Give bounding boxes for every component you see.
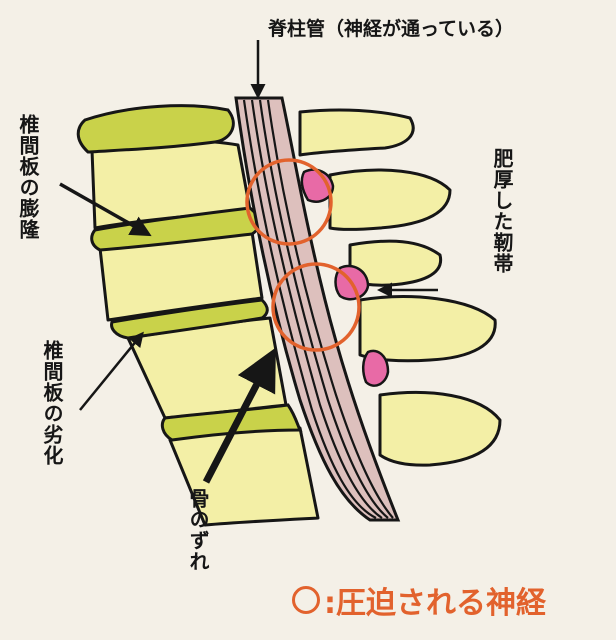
disc-bulging <box>90 206 261 252</box>
canal-fill <box>234 96 401 522</box>
arrow-bulge <box>59 182 152 237</box>
ligament-3 <box>362 349 390 387</box>
legend: :圧迫される神経 <box>292 578 546 622</box>
legend-text: :圧迫される神経 <box>324 586 546 621</box>
disc-degeneration-label: 椎間板の劣化 <box>40 340 64 466</box>
legend-circle-icon <box>292 586 320 614</box>
compression-circle-1 <box>245 158 333 246</box>
disc-top <box>76 104 235 154</box>
bone-slip-label: 骨のずれ <box>186 488 210 572</box>
arrow-degeneration <box>79 331 144 411</box>
disc-lower <box>160 403 303 442</box>
posterior-elements <box>298 108 502 467</box>
ligament-label: 肥厚した靭帯 <box>490 148 514 274</box>
process-5 <box>378 390 502 467</box>
pointer-arrows <box>59 40 438 484</box>
arrow-bone-slip <box>202 347 276 484</box>
process-4 <box>358 295 497 363</box>
disc-bulge-label: 椎間板の膨隆 <box>16 114 40 240</box>
spinal-canal-label: 脊柱管（神経が通っている） <box>268 18 515 40</box>
intervertebral-discs <box>76 104 303 442</box>
compression-circles <box>245 158 361 352</box>
disc-degenerated <box>110 298 269 340</box>
compression-circle-2 <box>271 262 361 352</box>
process-1 <box>298 108 415 157</box>
vertebral-bodies <box>90 139 320 527</box>
process-2 <box>328 168 452 231</box>
